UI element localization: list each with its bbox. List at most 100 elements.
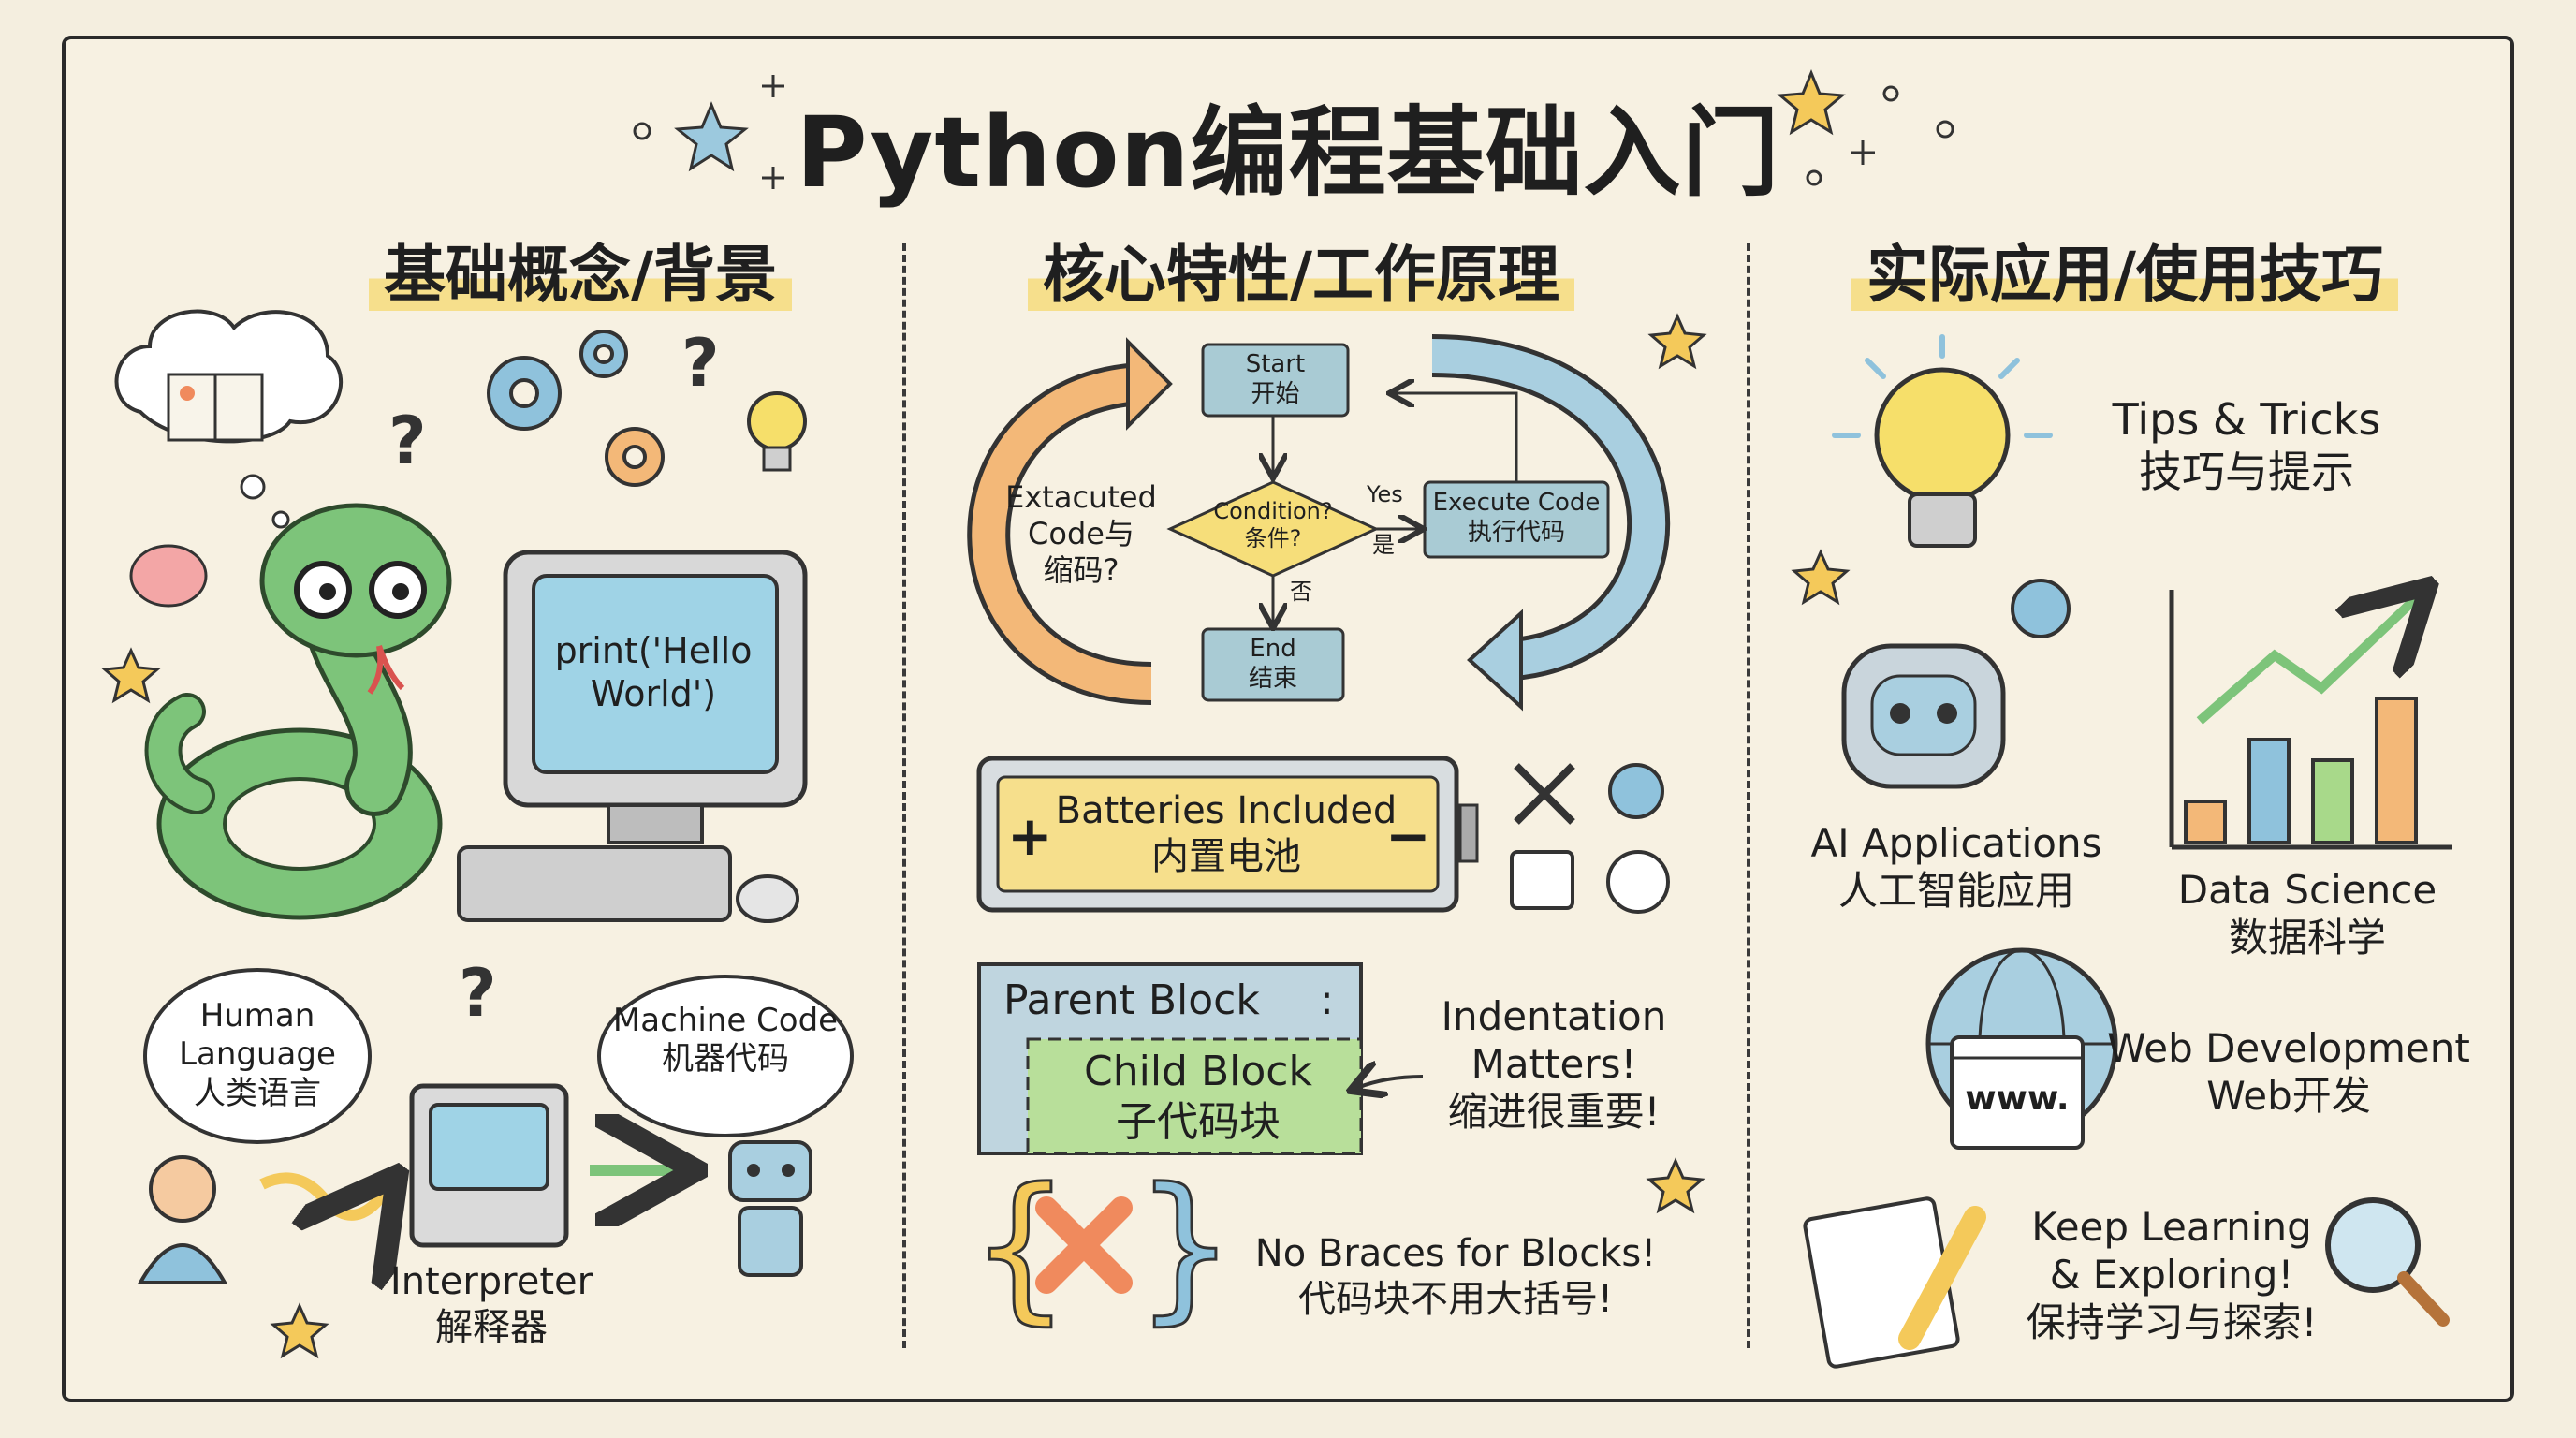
ds-zh: 数据科学 (2228, 915, 2386, 961)
divider-left (902, 243, 906, 1348)
svg-text:?: ? (681, 325, 720, 402)
tips-tricks-label: Tips & Tricks 技巧与提示 (2087, 393, 2406, 498)
svg-text:?: ? (388, 403, 427, 479)
no-braces-label: No Braces for Blocks! 代码块不用大括号! (1236, 1231, 1676, 1323)
no-braces-icon: { } (969, 1153, 1237, 1342)
tips-en: Tips & Tricks (2112, 394, 2381, 445)
flow-start-box: Start 开始 (1203, 350, 1348, 409)
svg-text:?: ? (459, 955, 497, 1032)
flow-start-en: Start (1245, 350, 1306, 378)
robot-icon (728, 1140, 812, 1277)
indentation-label: Indentation Matters! 缩进很重要! (1432, 992, 1676, 1137)
flow-no-label: 否 (1290, 579, 1312, 605)
flow-condition-zh: 条件? (1244, 525, 1302, 552)
flow-end-en: End (1250, 635, 1296, 663)
battery-minus-sign: − (1385, 804, 1431, 868)
svg-text:}: } (1134, 1154, 1236, 1340)
battery-en: Batteries Included (1055, 789, 1398, 832)
screen-code-text: print('Hello World') (554, 630, 753, 715)
battery-plus-sign: + (1007, 804, 1053, 868)
computer-monitor-icon (457, 550, 808, 923)
ai-applications-label: AI Applications 人工智能应用 (1797, 819, 2115, 915)
parent-block-colon: : (1320, 976, 1334, 1024)
bar-chart-bar (2375, 697, 2418, 844)
globe-icon (1925, 947, 2118, 1150)
tools-icons (1510, 763, 1670, 914)
parent-block-label: Parent Block (1003, 976, 1260, 1024)
no-braces-zh: 代码块不用大括号! (1297, 1277, 1614, 1321)
learn-en-1: Keep Learning (2031, 1204, 2312, 1250)
flow-yes-zh-label: 是 (1372, 532, 1395, 558)
ai-robot-icon (1841, 579, 2071, 789)
flow-execute-zh: 执行代码 (1467, 518, 1565, 547)
bar-chart-icon (2169, 590, 2452, 850)
human-language-label: Human Language 人类语言 (150, 997, 365, 1113)
machine-code-label: Machine Code 机器代码 (608, 1002, 842, 1079)
bar-chart-bar (2247, 738, 2291, 844)
notebook-pencil-icon (1803, 1196, 1986, 1369)
flow-condition-diamond: Condition? 条件? (1189, 498, 1357, 553)
battery-zh: 内置电池 (1151, 834, 1301, 878)
flow-end-zh: 结束 (1248, 664, 1297, 693)
interpreter-machine-icon (259, 1083, 674, 1245)
sparkle-icons (633, 75, 1954, 189)
child-block-label: Child Block 子代码块 (1058, 1047, 1339, 1147)
flow-start-zh: 开始 (1251, 379, 1300, 408)
child-block-en: Child Block (1084, 1048, 1312, 1095)
learn-zh: 保持学习与探索! (2026, 1299, 2318, 1346)
interpreter-label: Interpreter 解释器 (374, 1259, 608, 1351)
loop-arrow-blue (1431, 334, 1671, 712)
lightbulb-icon (747, 391, 807, 472)
bar-chart-bar (2311, 758, 2354, 844)
svg-text:{: { (970, 1154, 1071, 1340)
no-braces-en: No Braces for Blocks! (1254, 1232, 1657, 1275)
parent-block-panel (977, 962, 1424, 1155)
loop-label-line1: Extacuted (1005, 479, 1157, 515)
question-mark-icons: ??? (388, 325, 720, 1032)
flow-end-box: End 结束 (1203, 635, 1343, 694)
flow-execute-en: Execute Code (1432, 489, 1601, 517)
brain-icon (129, 544, 208, 608)
data-science-label: Data Science 数据科学 (2153, 866, 2462, 961)
section-title-core: 核心特性/工作原理 (936, 225, 1666, 315)
interpreter-en: Interpreter (389, 1260, 593, 1303)
divider-right (1747, 243, 1750, 1348)
flow-execute-box: Execute Code 执行代码 (1425, 489, 1608, 548)
keep-learning-label: Keep Learning & Exploring! 保持学习与探索! (1994, 1203, 2349, 1347)
section-title-practice-text: 实际应用/使用技巧 (1851, 239, 2399, 311)
star-icons (101, 313, 1851, 1359)
section-title-practice: 实际应用/使用技巧 (1760, 225, 2490, 315)
human-language-en: Human Language (179, 997, 336, 1074)
web-development-label: Web Development Web开发 (2097, 1024, 2481, 1120)
page-title: Python编程基础入门 (796, 95, 1780, 210)
python-snake-icon (144, 503, 452, 920)
section-title-core-text: 核心特性/工作原理 (1027, 239, 1575, 311)
human-language-zh: 人类语言 (194, 1074, 321, 1112)
loop-label: Extacuted Code与 缩码? (992, 479, 1170, 589)
speech-bubble-human (143, 968, 372, 1144)
indentation-en-2: Matters! (1471, 1041, 1637, 1088)
section-title-basics: 基础概念/背景 (215, 225, 945, 315)
web-zh: Web开发 (2206, 1073, 2371, 1120)
battery-label: Batteries Included 内置电池 (1048, 788, 1404, 880)
loop-arrow-orange (967, 337, 1173, 705)
loop-label-zh: 缩码? (1043, 552, 1120, 589)
big-lightbulb-icon (1832, 334, 2053, 548)
ai-zh: 人工智能应用 (1837, 868, 2074, 915)
machine-code-zh: 机器代码 (662, 1040, 789, 1078)
web-en: Web Development (2107, 1025, 2470, 1071)
indentation-zh: 缩进很重要! (1447, 1089, 1661, 1136)
child-block-zh: 子代码块 (1116, 1097, 1281, 1146)
person-icon (137, 1155, 228, 1284)
magnifier-icon (2325, 1197, 2450, 1327)
ai-en: AI Applications (1810, 820, 2102, 866)
section-title-basics-text: 基础概念/背景 (368, 239, 793, 311)
title-star-icons (674, 69, 1846, 172)
learn-en-2: & Exploring! (2049, 1252, 2294, 1299)
speech-bubble-machine (597, 975, 854, 1137)
gear-icon (487, 330, 665, 487)
tips-zh: 技巧与提示 (2139, 447, 2354, 498)
thought-bubble-book-icon (114, 309, 344, 529)
